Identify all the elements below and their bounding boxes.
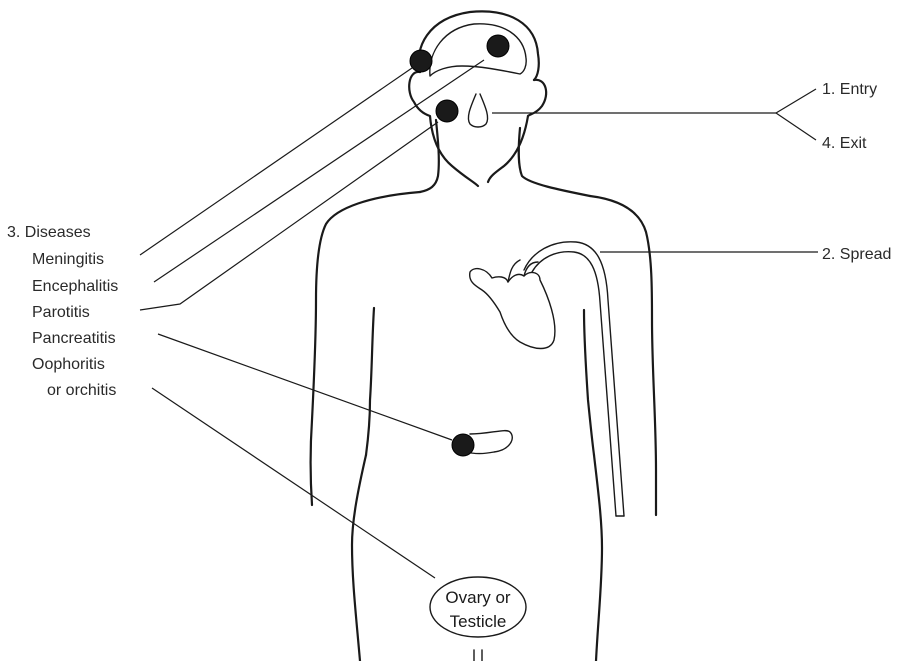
meningitis-label: Meningitis [32, 251, 104, 268]
entry-label: 1. Entry [822, 81, 877, 98]
exit-label: 4. Exit [822, 135, 867, 152]
pancreatitis-site-dot [452, 434, 474, 456]
nose-outline [468, 94, 487, 127]
right-shoulder-arm-outline [590, 196, 656, 515]
gonad-label-line2: Testicle [450, 612, 507, 631]
parotitis-site-dot [436, 100, 458, 122]
brain-outline [430, 24, 526, 76]
pancreatitis-leader [158, 334, 452, 440]
oophoritis-label: Oophoritis [32, 356, 105, 373]
meningitis-leader [140, 68, 412, 255]
right-arm-inner-outline [584, 310, 594, 455]
entry-fork-line [776, 89, 816, 113]
parotitis-leader [140, 122, 438, 310]
head-outline [409, 72, 478, 186]
orchitis-label: or orchitis [47, 382, 116, 399]
gonad-stem [474, 650, 482, 661]
encephalitis-site-dot [487, 35, 509, 57]
pancreatitis-label: Pancreatitis [32, 330, 116, 347]
neck-left-outline [420, 120, 439, 192]
face-right-outline [488, 116, 528, 182]
right-torso-leg-outline [594, 455, 602, 661]
gonad-label-line1: Ovary or [445, 588, 511, 607]
encephalitis-label: Encephalitis [32, 278, 118, 295]
blood-vessel-outer [524, 242, 624, 516]
spread-label: 2. Spread [822, 246, 891, 263]
exit-fork-line [776, 113, 816, 140]
meningitis-site-dot [410, 50, 432, 72]
left-torso-leg-outline [352, 455, 366, 661]
right-ear-outline [528, 80, 546, 116]
heart-outline [470, 269, 555, 349]
left-arm-inner-outline [366, 308, 374, 455]
skull-outline [419, 11, 539, 80]
diseases-heading: 3. Diseases [7, 224, 91, 241]
neck-right-outline [519, 128, 590, 196]
parotitis-label: Parotitis [32, 304, 90, 321]
oophoritis-leader [152, 388, 435, 578]
